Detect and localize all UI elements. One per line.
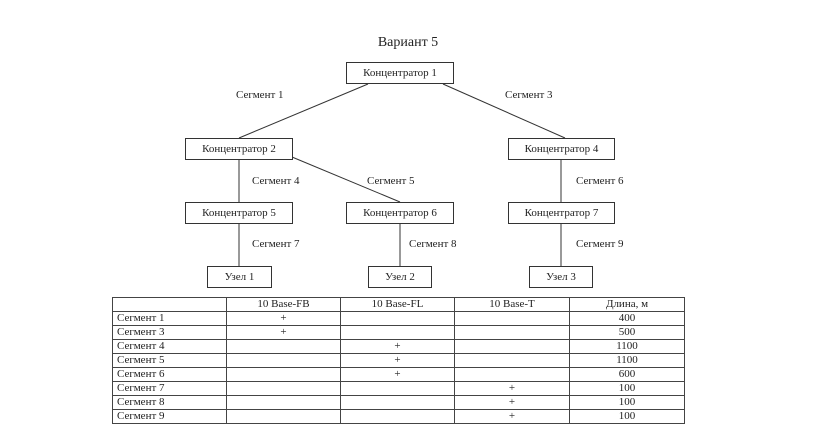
hub-4-label: Концентратор 4 [524,143,599,155]
t-cell [454,311,570,326]
length-cell: 600 [569,367,685,382]
segment-9-label: Сегмент 9 [576,238,624,250]
fb-cell [226,395,341,410]
length-cell: 100 [569,395,685,410]
link-hub2-hub6 [291,156,401,203]
table-header-row: 10 Base-FB 10 Base-FL 10 Base-T Длина, м [112,297,685,312]
segment-4-label: Сегмент 4 [252,175,300,187]
length-cell: 100 [569,409,685,424]
t-cell: + [454,395,570,410]
hub-2-box: Концентратор 2 [185,138,293,160]
table-row: Сегмент 5 + 1100 [112,353,685,368]
header-cell-fl: 10 Base-FL [340,297,455,312]
row-segment-cell: Сегмент 1 [112,311,227,326]
fl-cell [340,409,455,424]
segment-table: 10 Base-FB 10 Base-FL 10 Base-T Длина, м… [112,297,685,424]
hub-7-box: Концентратор 7 [508,202,615,224]
fb-cell [226,409,341,424]
fl-cell [340,381,455,396]
fb-cell: + [226,325,341,340]
hub-4-box: Концентратор 4 [508,138,615,160]
t-cell [454,325,570,340]
fl-cell [340,325,455,340]
length-cell: 400 [569,311,685,326]
segment-5-label: Сегмент 5 [367,175,415,187]
hub-2-label: Концентратор 2 [202,143,276,155]
hub-5-label: Концентратор 5 [202,207,276,219]
hub-6-label: Концентратор 6 [363,207,437,219]
header-cell-fb: 10 Base-FB [226,297,341,312]
table-row: Сегмент 3 + 500 [112,325,685,340]
row-segment-cell: Сегмент 4 [112,339,227,354]
row-segment-cell: Сегмент 6 [112,367,227,382]
fb-cell [226,339,341,354]
fl-cell: + [340,353,455,368]
hub-1-box: Концентратор 1 [346,62,454,84]
table-row: Сегмент 7 + 100 [112,381,685,396]
hub-5-box: Концентратор 5 [185,202,293,224]
node-1-box: Узел 1 [207,266,272,288]
table-row: Сегмент 1 + 400 [112,311,685,326]
fb-cell: + [226,311,341,326]
header-cell-blank [112,297,227,312]
table-row: Сегмент 8 + 100 [112,395,685,410]
fl-cell: + [340,367,455,382]
fl-cell [340,395,455,410]
node-2-label: Узел 2 [385,271,415,283]
length-cell: 1100 [569,353,685,368]
fl-cell [340,311,455,326]
link-hub1-hub2 [238,83,369,139]
t-cell [454,353,570,368]
node-1-label: Узел 1 [224,271,255,283]
segment-8-label: Сегмент 8 [409,238,457,250]
t-cell [454,339,570,354]
fb-cell [226,367,341,382]
row-segment-cell: Сегмент 3 [112,325,227,340]
segment-7-label: Сегмент 7 [252,238,300,250]
fl-cell: + [340,339,455,354]
fb-cell [226,353,341,368]
row-segment-cell: Сегмент 8 [112,395,227,410]
diagram-title: Вариант 5 [377,35,439,50]
length-cell: 1100 [569,339,685,354]
header-cell-length: Длина, м [569,297,685,312]
table-row: Сегмент 4 + 1100 [112,339,685,354]
segment-3-label: Сегмент 3 [505,89,553,101]
table-row: Сегмент 6 + 600 [112,367,685,382]
length-cell: 100 [569,381,685,396]
header-cell-t: 10 Base-T [454,297,570,312]
fb-cell [226,381,341,396]
segment-1-label: Сегмент 1 [236,89,284,101]
segment-6-label: Сегмент 6 [576,175,624,187]
node-3-box: Узел 3 [529,266,593,288]
node-3-label: Узел 3 [546,271,576,283]
row-segment-cell: Сегмент 9 [112,409,227,424]
row-segment-cell: Сегмент 5 [112,353,227,368]
hub-1-label: Концентратор 1 [363,67,437,79]
row-segment-cell: Сегмент 7 [112,381,227,396]
t-cell [454,367,570,382]
hub-7-label: Концентратор 7 [524,207,599,219]
t-cell: + [454,381,570,396]
link-hub1-hub4 [442,83,566,139]
node-2-box: Узел 2 [368,266,432,288]
table-row: Сегмент 9 + 100 [112,409,685,424]
hub-6-box: Концентратор 6 [346,202,454,224]
length-cell: 500 [569,325,685,340]
t-cell: + [454,409,570,424]
